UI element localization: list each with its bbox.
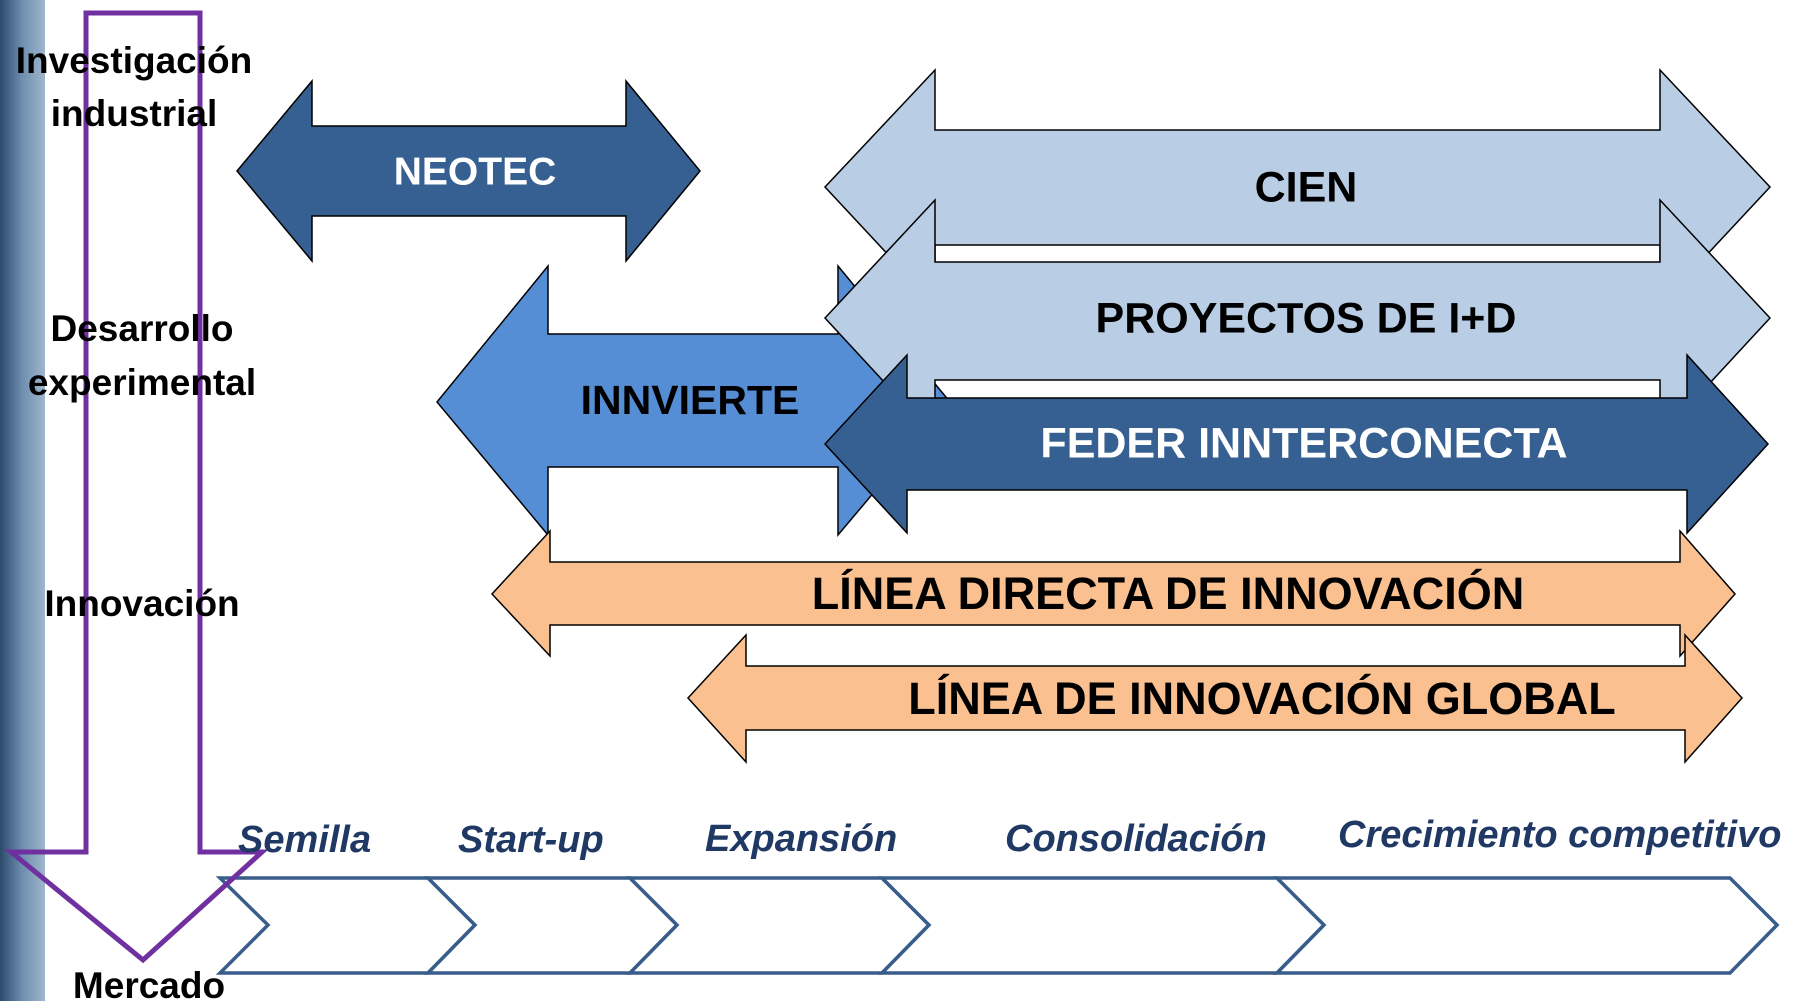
- stage-chevron-semilla: [215, 876, 478, 975]
- stage-chevron-consolidacion: [877, 876, 1327, 975]
- level-market: Mercado: [73, 965, 225, 1001]
- market-down-arrow: [3, 10, 269, 964]
- neotec-label: NEOTEC: [394, 150, 557, 193]
- left-edge-strip: [0, 0, 45, 1001]
- linea-directa-label: LÍNEA DIRECTA DE INNOVACIÓN: [812, 568, 1525, 619]
- level-research-line2: industrial: [51, 93, 218, 134]
- feder-arrow: [823, 353, 1770, 535]
- stage-chevron-crecimiento: [1272, 876, 1780, 975]
- stage-label-consolidacion: Consolidación: [1005, 818, 1267, 860]
- feder-label: FEDER INNTERCONECTA: [1040, 419, 1567, 467]
- neotec-arrow: [236, 78, 701, 264]
- level-development-line2: experimental: [28, 362, 256, 403]
- innvierte-label: INNVIERTE: [581, 377, 800, 423]
- linea-directa-arrow: [490, 529, 1736, 658]
- proyectos-label: PROYECTOS DE I+D: [1096, 294, 1517, 342]
- level-development-line1: Desarrollo: [50, 308, 233, 349]
- stage-label-crecimiento: Crecimiento competitivo: [1338, 814, 1781, 856]
- linea-global-label: LÍNEA DE INNOVACIÓN GLOBAL: [908, 673, 1616, 724]
- stage-label-semilla: Semilla: [238, 819, 371, 861]
- level-research-line1: Investigación: [16, 40, 252, 81]
- stage-label-expansion: Expansión: [705, 818, 897, 860]
- stage-label-startup: Start-up: [458, 819, 604, 861]
- stage-chevron-expansion: [625, 876, 932, 975]
- cien-label: CIEN: [1255, 163, 1358, 211]
- linea-global-arrow: [686, 633, 1744, 764]
- level-innovation: Innovación: [44, 583, 239, 624]
